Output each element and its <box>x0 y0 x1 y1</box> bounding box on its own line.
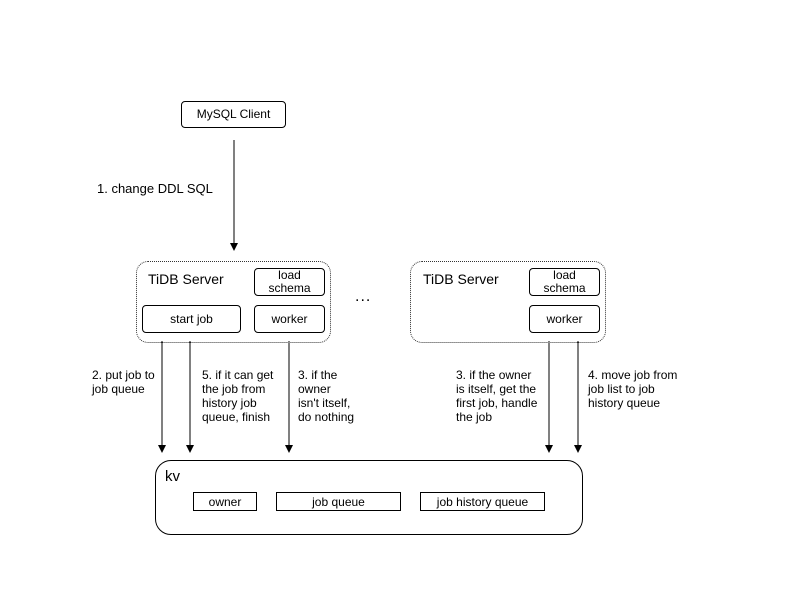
kv-title: kv <box>165 468 180 485</box>
kv-job-queue-label: job queue <box>312 494 365 509</box>
kv-job-queue: job queue <box>276 492 401 511</box>
step-put-job: 2. put job to job queue <box>92 368 155 396</box>
start-job-label: start job <box>170 311 213 326</box>
kv-job-history-queue-label: job history queue <box>436 494 529 509</box>
step-check-history: 5. if it can get the job from history jo… <box>202 368 274 424</box>
worker-left: worker <box>254 305 325 333</box>
tidb-server-left-title: TiDB Server <box>148 271 224 287</box>
start-job-box: start job <box>142 305 241 333</box>
worker-right-label: worker <box>546 311 583 326</box>
tidb-server-right <box>410 261 606 343</box>
worker-left-label: worker <box>271 311 308 326</box>
tidb-server-right-title: TiDB Server <box>423 271 499 287</box>
step-change-ddl: 1. change DDL SQL <box>97 181 213 196</box>
load-schema-right-label: load schema <box>543 268 586 295</box>
kv-owner: owner <box>193 492 257 511</box>
step-move-job: 4. move job from job list to job history… <box>588 368 678 410</box>
worker-right: worker <box>529 305 600 333</box>
step-owner-not-itself: 3. if the owner isn't itself, do nothing <box>298 368 355 424</box>
step-owner-is-itself: 3. if the owner is itself, get the first… <box>456 368 538 424</box>
tidb-server-left <box>136 261 331 343</box>
kv-job-history-queue: job history queue <box>420 492 545 511</box>
mysql-client-box: MySQL Client <box>181 101 286 128</box>
load-schema-left: load schema <box>254 268 325 296</box>
ellipsis: ... <box>355 288 372 305</box>
load-schema-left-label: load schema <box>268 268 311 295</box>
kv-owner-label: owner <box>208 494 242 509</box>
mysql-client-label: MySQL Client <box>196 107 271 121</box>
load-schema-right: load schema <box>529 268 600 296</box>
